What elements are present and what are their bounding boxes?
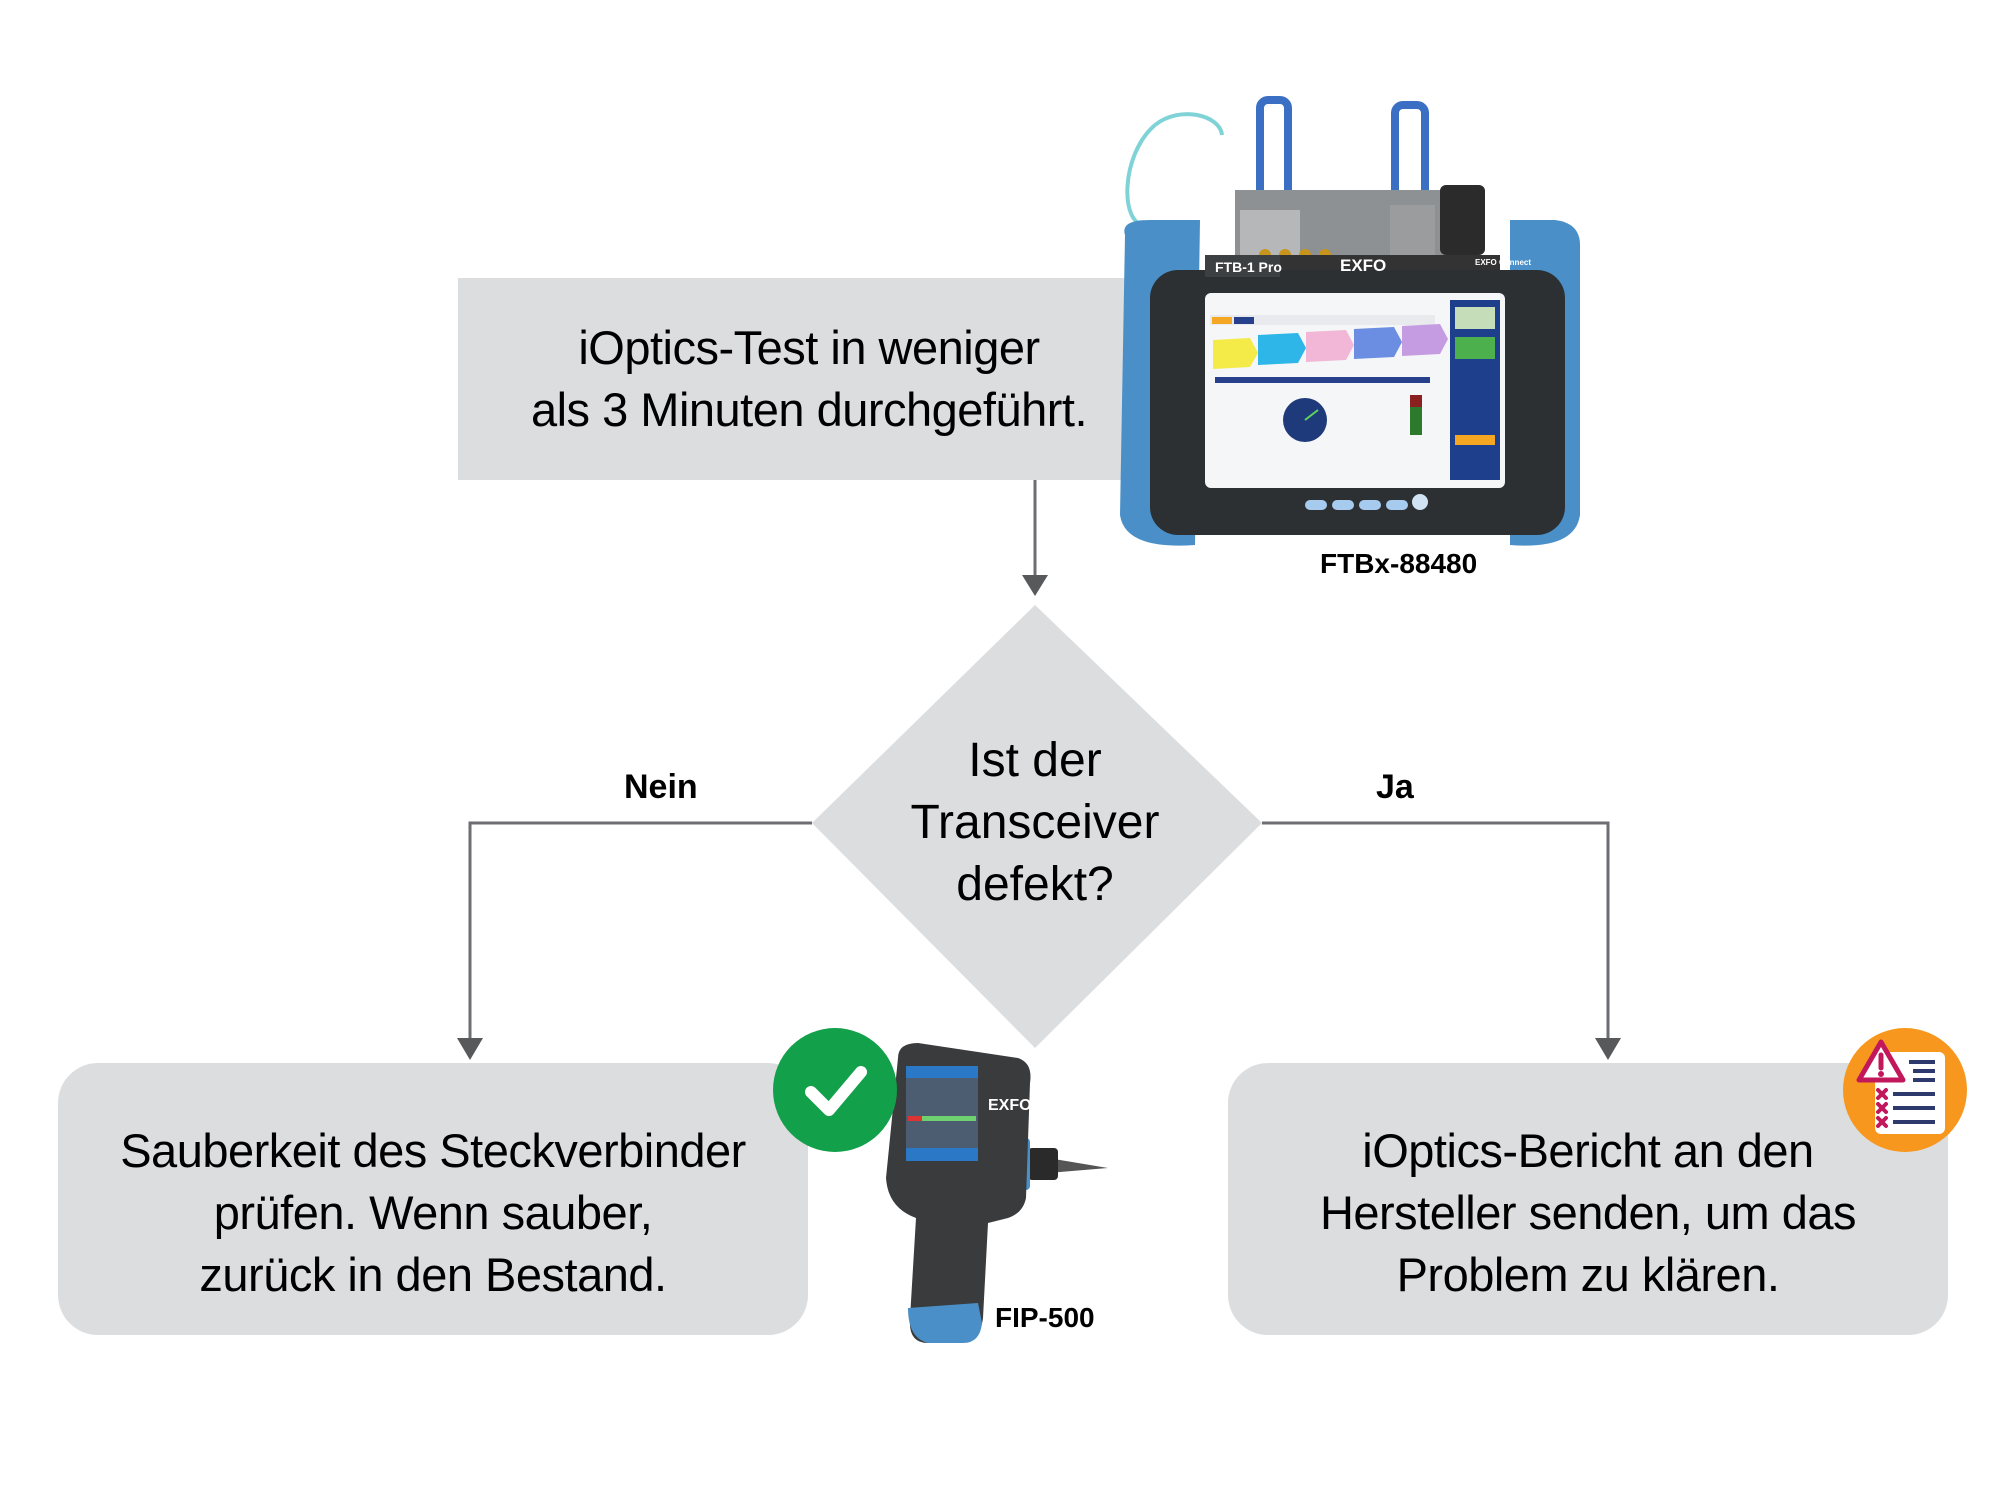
probe-screen <box>906 1066 978 1161</box>
yes-outcome-box: iOptics-Bericht an den Hersteller senden… <box>1228 1063 1948 1335</box>
branch-label-yes: Ja <box>1376 768 1414 806</box>
connector-yes-branch <box>1262 821 1610 1038</box>
no-outcome-box: Sauberkeit des Steckverbinder prüfen. We… <box>58 1063 808 1335</box>
arrowhead-down-decision <box>1022 575 1048 596</box>
no-outcome-text: Sauberkeit des Steckverbinder prüfen. We… <box>120 1124 746 1301</box>
svg-text:EXFO Connect: EXFO Connect <box>1475 258 1531 267</box>
power-button <box>1412 494 1428 510</box>
yes-outcome-text: iOptics-Bericht an den Hersteller senden… <box>1319 1124 1857 1301</box>
warning-report-icon <box>1856 1039 1945 1134</box>
fiber-cable <box>1125 123 1157 227</box>
ftbx-88480-device-image: FTB-1 Pro EXFO EXFO Connect <box>1120 96 1580 546</box>
fip-500-label: FIP-500 <box>995 1302 1095 1333</box>
check-badge <box>773 1028 897 1152</box>
svg-text:EXFO: EXFO <box>988 1097 1032 1114</box>
branch-label-no: Nein <box>624 768 698 806</box>
start-process-box: iOptics-Test in weniger als 3 Minuten du… <box>458 278 1160 480</box>
decision-text: Ist der Transceiver defekt? <box>910 734 1160 911</box>
report-badge <box>1843 1028 1967 1152</box>
ftbx-88480-label: FTBx-88480 <box>1320 548 1478 579</box>
probe-tip <box>1048 1158 1108 1173</box>
latch-handle-left <box>1256 96 1292 204</box>
connector-no-branch <box>468 821 812 1038</box>
arrowhead-down-yes <box>1595 1038 1621 1060</box>
decision-diamond <box>812 605 1262 1048</box>
svg-text:EXFO: EXFO <box>1340 256 1386 275</box>
fip-500-device-image: EXFO <box>886 1043 1108 1343</box>
arrowhead-down-no <box>457 1038 483 1060</box>
checkmark-icon <box>805 1066 867 1116</box>
svg-text:FTB-1 Pro: FTB-1 Pro <box>1215 259 1282 275</box>
start-process-text: iOptics-Test in weniger als 3 Minuten du… <box>530 321 1088 436</box>
